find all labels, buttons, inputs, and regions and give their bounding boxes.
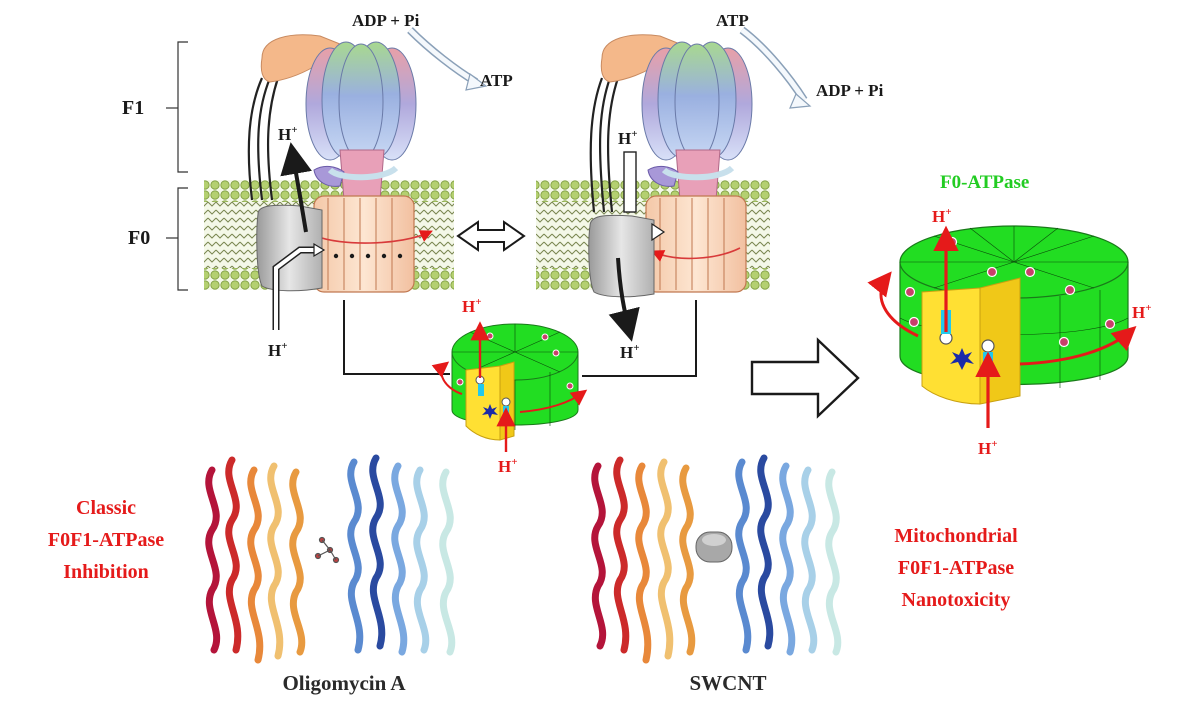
swcnt-structure bbox=[591, 454, 842, 664]
proton-label-large-right: H+ bbox=[1132, 302, 1152, 322]
f1-label: F1 bbox=[122, 97, 144, 119]
atp-synthase-right bbox=[536, 26, 812, 342]
f0-cylinder-small bbox=[431, 321, 588, 452]
connector-right bbox=[582, 300, 697, 377]
right-caption-line-3: Nanotoxicity bbox=[902, 589, 1011, 611]
equilibrium-arrow-icon bbox=[456, 220, 526, 252]
proton-label-large-bottom: H+ bbox=[978, 438, 998, 458]
atp-synthase-left bbox=[166, 27, 488, 330]
f0-cylinder-large bbox=[867, 225, 1137, 428]
hydrolysis-input-label: ATP bbox=[716, 11, 749, 30]
left-caption-line-1: Classic bbox=[76, 497, 136, 519]
proton-label-left-top: H+ bbox=[278, 124, 298, 144]
proton-label-right-bottom: H+ bbox=[620, 342, 640, 362]
proton-label-left-bottom: H+ bbox=[268, 340, 288, 360]
proton-label-right-top: H+ bbox=[618, 128, 638, 148]
f0-label: F0 bbox=[128, 227, 150, 249]
left-caption-line-3: Inhibition bbox=[63, 561, 149, 583]
left-caption-line-2: F0F1-ATPase bbox=[48, 529, 164, 551]
oligomycin-label: Oligomycin A bbox=[282, 671, 406, 695]
proton-label-small-bottom: H+ bbox=[498, 456, 518, 476]
right-caption-line-1: Mitochondrial bbox=[894, 525, 1018, 547]
hydrolysis-output-label: ADP + Pi bbox=[816, 81, 884, 100]
f0-atpase-title: F0-ATPase bbox=[940, 172, 1029, 193]
synthesis-output-label: ATP bbox=[480, 71, 513, 90]
zoom-arrow-icon bbox=[750, 337, 860, 419]
proton-label-large-top: H+ bbox=[932, 206, 952, 226]
synthesis-input-label: ADP + Pi bbox=[352, 11, 420, 30]
right-caption-line-2: F0F1-ATPase bbox=[898, 557, 1014, 579]
f1-bracket bbox=[177, 41, 188, 173]
connector-left bbox=[343, 300, 450, 375]
proton-label-small-top: H+ bbox=[462, 296, 482, 316]
f0-bracket bbox=[177, 187, 188, 291]
swcnt-label: SWCNT bbox=[689, 671, 766, 695]
oligomycin-structure bbox=[205, 454, 456, 664]
